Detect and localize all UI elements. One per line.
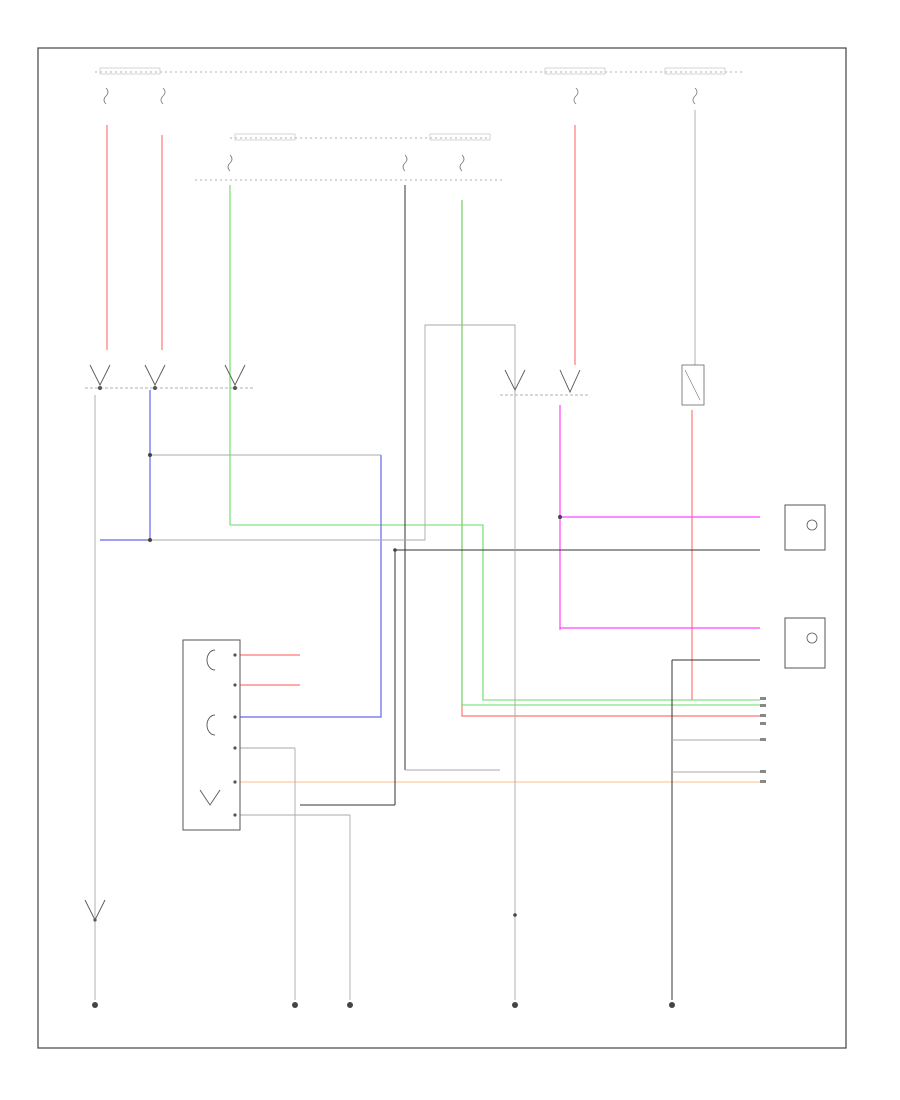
door-lamp-lower (784, 617, 826, 669)
door-lamp-upper (784, 504, 826, 551)
fuses (103, 87, 698, 172)
trunk-switch (500, 364, 705, 406)
magenta-wires (559, 405, 760, 630)
right-connector-stack (760, 697, 766, 783)
red-wires (106, 125, 760, 717)
door-switch-cluster (85, 364, 255, 390)
control-module (182, 639, 241, 831)
top-fuse-bus (95, 67, 745, 181)
lower-left-switch (84, 899, 106, 922)
splices (148, 453, 562, 917)
green-wires (229, 185, 760, 706)
black-wires (300, 185, 760, 1000)
ground-points (92, 1002, 675, 1008)
diagram-frame (37, 47, 847, 1049)
gray-wires (94, 110, 760, 1000)
blue-wires (100, 390, 382, 718)
